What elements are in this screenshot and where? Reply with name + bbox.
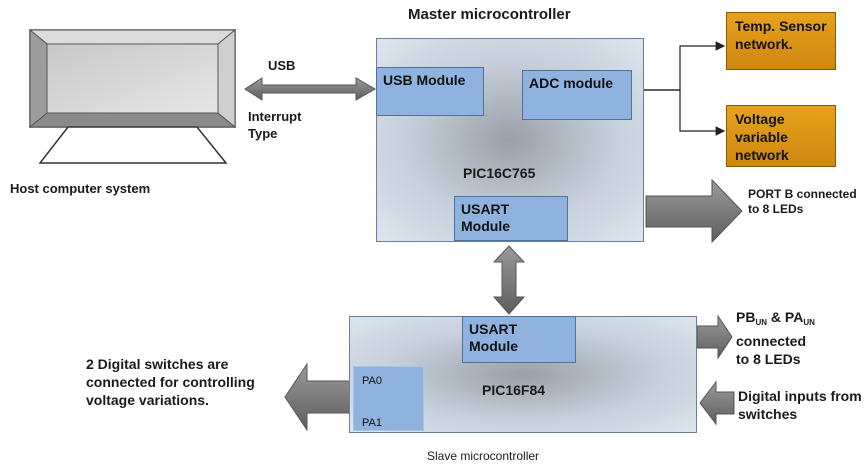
- usb-module: USB Module: [376, 67, 484, 116]
- slave-mcu-name: PIC16F84: [482, 382, 546, 398]
- port-b-label: PORT B connected to 8 LEDs: [748, 187, 857, 216]
- usb-double-arrow: [244, 77, 376, 101]
- port-b-arrow: [645, 178, 743, 244]
- master-usart-module: USART Module: [454, 196, 568, 241]
- digital-inputs-label: Digital inputs from switches: [738, 388, 862, 422]
- digital-switches-label: 2 Digital switches are connected for con…: [86, 356, 255, 408]
- pb-text: PB: [736, 309, 756, 325]
- interrupt-type-label: Interrupt Type: [248, 109, 302, 141]
- pa1-label: PA1: [362, 417, 382, 429]
- port-a-pins: PA0 PA1: [353, 366, 424, 431]
- slave-usart-module: USART Module: [462, 316, 576, 363]
- voltage-variable-network: Voltage variable network: [726, 105, 836, 167]
- pa0-label: PA0: [362, 375, 382, 387]
- pa-text: PA: [784, 309, 804, 325]
- pbpa-arrow: [696, 314, 733, 360]
- master-mcu-name: PIC16C765: [463, 165, 536, 181]
- pbpa-label: PBUN & PAUN connected to 8 LEDs: [736, 309, 815, 367]
- master-title: Master microcontroller: [408, 6, 571, 23]
- pbpa-rest: connected to 8 LEDs: [736, 333, 807, 367]
- usart-link-double-arrow: [492, 245, 526, 315]
- monitor-icon: [28, 28, 237, 164]
- temp-sensor-network: Temp. Sensor network.: [726, 12, 836, 70]
- slave-caption: Slave microcontroller: [427, 449, 540, 463]
- adc-connectors: [633, 41, 726, 136]
- host-computer-label: Host computer system: [10, 181, 151, 196]
- adc-module: ADC module: [522, 70, 632, 120]
- digital-switches-arrow: [284, 362, 352, 432]
- digital-inputs-arrow: [699, 380, 735, 426]
- usb-label: USB: [268, 58, 296, 73]
